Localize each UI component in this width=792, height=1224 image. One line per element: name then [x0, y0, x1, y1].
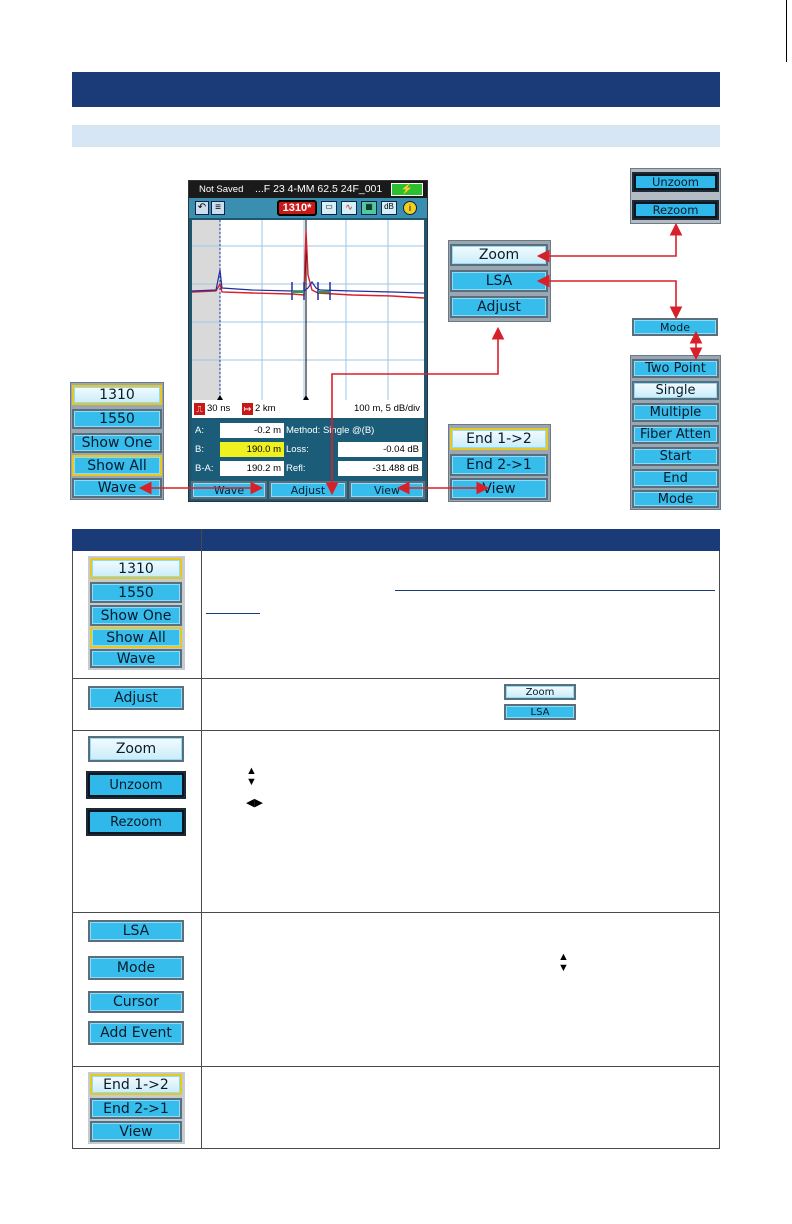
event-table-icon[interactable]: ▭: [321, 201, 337, 215]
wave-1310-button[interactable]: 1310: [72, 385, 162, 405]
up-down-arrows-icon: ▲▼: [246, 765, 257, 788]
back-icon[interactable]: ↶: [195, 201, 209, 215]
dead-zone: [192, 220, 220, 400]
table-header: [72, 529, 720, 551]
table-unzoom-button: Unzoom: [86, 771, 186, 799]
range-icon: ↦: [242, 403, 253, 415]
mode-end-button[interactable]: End: [632, 469, 719, 488]
battery-icon: ⚡: [391, 183, 423, 196]
table-show-one-button: Show One: [90, 605, 182, 626]
cross-reference-link[interactable]: [395, 590, 715, 591]
lsa-button[interactable]: LSA: [450, 270, 548, 292]
file-name: ...F 23 4-MM 62.5 24F_001: [255, 183, 383, 195]
table-inline-lsa-button: LSA: [504, 704, 576, 720]
table-add-event-button: Add Event: [88, 1021, 184, 1045]
menu-icon[interactable]: ≡: [211, 201, 225, 215]
trace-red: [191, 229, 425, 299]
a-value: -0.2 m: [220, 423, 284, 438]
table-1310-button: 1310: [90, 558, 182, 579]
screen-toolbar: ↶ ≡ 1310* ▭ ∿ ▦ dB i: [189, 198, 427, 218]
table-zoom-button: Zoom: [88, 736, 184, 762]
status-bar: Not Saved ...F 23 4-MM 62.5 24F_001 ⚡: [189, 181, 427, 198]
a-label: A:: [195, 425, 204, 436]
ba-label: B-A:: [195, 463, 214, 474]
mode-multiple-button[interactable]: Multiple: [632, 403, 719, 422]
trace-blue: [191, 269, 425, 294]
rezoom-button[interactable]: Rezoom: [632, 200, 719, 220]
cross-reference-link[interactable]: [206, 613, 260, 614]
db-icon[interactable]: dB: [381, 201, 397, 215]
table-wave-button: Wave: [90, 649, 182, 668]
cursor-a-marker: [217, 395, 223, 400]
table-mode-button: Mode: [88, 956, 184, 980]
show-one-button[interactable]: Show One: [72, 433, 162, 453]
table-row-divider: [72, 912, 720, 913]
table-1550-button: 1550: [90, 582, 182, 603]
wave-1550-button[interactable]: 1550: [72, 409, 162, 429]
b-label: B:: [195, 444, 204, 455]
mode-start-button[interactable]: Start: [632, 447, 719, 466]
table-show-all-button: Show All: [90, 627, 182, 648]
table-inline-zoom-button: Zoom: [504, 684, 576, 700]
arrow-zoom: [536, 222, 683, 263]
table-view-button: View: [90, 1121, 182, 1142]
table-row-divider: [72, 730, 720, 731]
table-lsa-button: LSA: [88, 920, 184, 942]
pulse-icon: ⎍: [194, 403, 205, 415]
trace-icon[interactable]: ∿: [341, 201, 357, 215]
trace-graph: [191, 220, 425, 400]
table-cursor-button: Cursor: [88, 991, 184, 1013]
table-row-divider: [72, 678, 720, 679]
table-end-2-1-button: End 2->1: [90, 1098, 182, 1119]
table-end-1-2-button: End 1->2: [90, 1074, 182, 1095]
summary-icon[interactable]: ▦: [361, 201, 377, 215]
mode-single-button[interactable]: Single: [632, 381, 719, 400]
table-column-divider: [201, 529, 202, 1149]
section-header-bar: [72, 72, 720, 107]
loss-label: Loss:: [286, 444, 309, 455]
cursor-b-marker: [303, 395, 309, 400]
range-value: 2 km: [255, 403, 276, 414]
table-adjust-button: Adjust: [88, 686, 184, 710]
arrow-lsa: [536, 274, 683, 320]
wavelength-badge: 1310*: [277, 200, 317, 216]
table-row-divider: [72, 1066, 720, 1067]
mode-menu-mode-button[interactable]: Mode: [632, 490, 719, 508]
unzoom-button[interactable]: Unzoom: [632, 172, 719, 192]
subsection-header-bar: [72, 125, 720, 147]
show-all-button[interactable]: Show All: [72, 455, 162, 476]
refl-label: Refl:: [286, 463, 306, 474]
table-rezoom-button: Rezoom: [86, 808, 186, 836]
page-edge-line: [786, 0, 787, 62]
save-status: Not Saved: [199, 184, 244, 195]
info-icon[interactable]: i: [403, 201, 417, 215]
mode-fiber-atten-button[interactable]: Fiber Atten: [632, 425, 719, 444]
left-right-arrows-icon: ◀▶: [246, 797, 263, 809]
pulse-width: 30 ns: [207, 403, 231, 414]
up-down-arrows-icon: ▲▼: [558, 951, 569, 974]
b-value: 190.0 m: [220, 442, 284, 457]
ba-value: 190.2 m: [220, 461, 284, 476]
mode-two-point-button[interactable]: Two Point: [632, 359, 719, 378]
adjust-button[interactable]: Adjust: [450, 296, 548, 318]
trace-plot[interactable]: [191, 220, 425, 400]
arrow-adjust: [325, 326, 505, 496]
